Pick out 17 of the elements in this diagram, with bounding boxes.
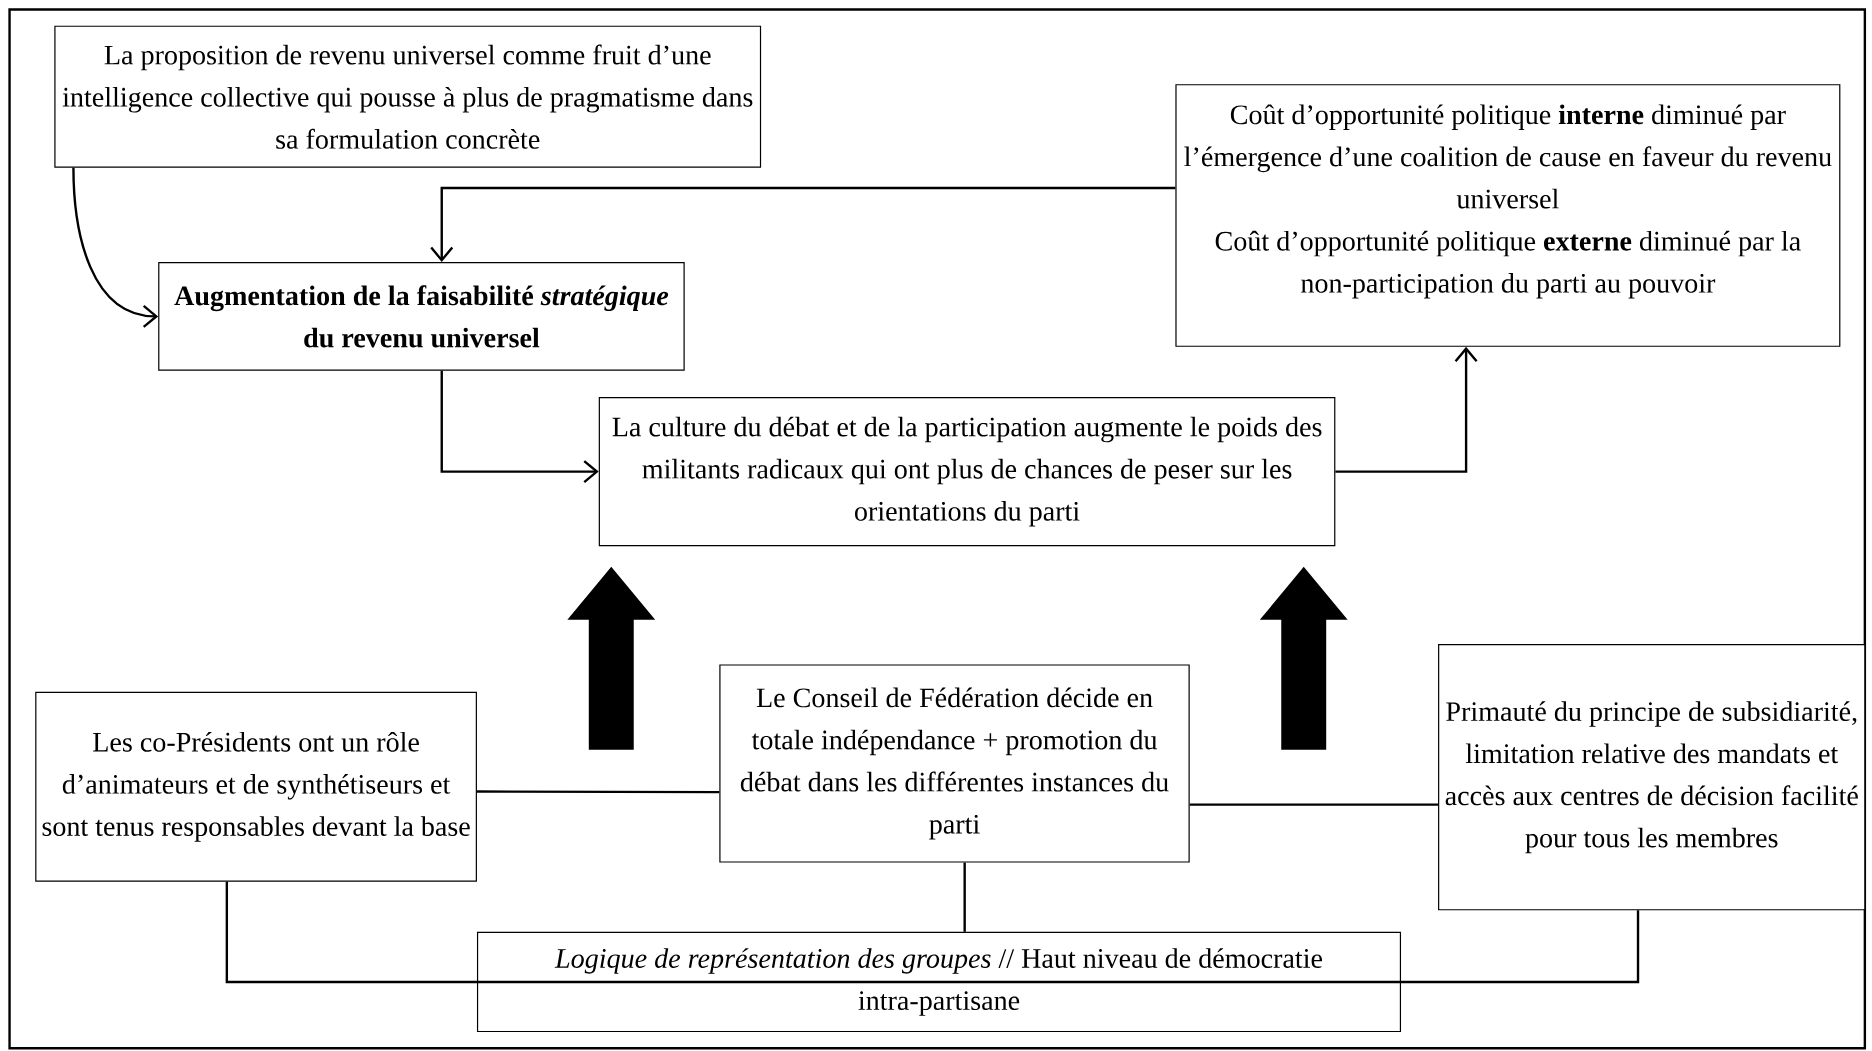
connector-line: [1189, 803, 1439, 807]
text-box: La proposition de revenu universel comme fruit d’une intelligence collective qui pousse à plus de pragmatisme dans sa formulation concrète: [54, 25, 762, 168]
text-box: Augmentation de la faisabilité stratégique du revenu universel: [158, 262, 685, 371]
text-box: Les co-Présidents ont un rôle d’animateurs et de synthétiseurs et sont tenus responsables devant la base: [35, 692, 477, 882]
text-box: Le Conseil de Fédération décide en totale indépendance + promotion du débat dans les différentes instances du parti: [719, 664, 1190, 863]
text-box: La culture du débat et de la participation augmente le poids des militants radicaux qui ont plus de chances de peser sur les orientations du parti: [598, 397, 1336, 547]
arrow: [72, 167, 159, 328]
arrow: [1335, 347, 1478, 473]
connector-line: [225, 881, 477, 984]
arrow: [440, 370, 599, 484]
arrow: [430, 187, 1176, 263]
connector-line: [476, 910, 1640, 984]
text-box: Coût d’opportunité politique interne diminué par l’émergence d’une coalition de cause en faveur du revenu universel Coût d’opportunité politique externe diminué par la non-participation du parti au pouvoir: [1175, 84, 1841, 347]
text-box: Primauté du principe de subsidiarité, limitation relative des mandats et accès aux centres de décision facilité pour tous les membres: [1438, 644, 1866, 911]
text-box: Logique de représentation des groupes // Haut niveau de démocratie intra-partisane: [476, 932, 1402, 1033]
connector-line: [963, 862, 966, 932]
connector-line: [476, 790, 720, 794]
